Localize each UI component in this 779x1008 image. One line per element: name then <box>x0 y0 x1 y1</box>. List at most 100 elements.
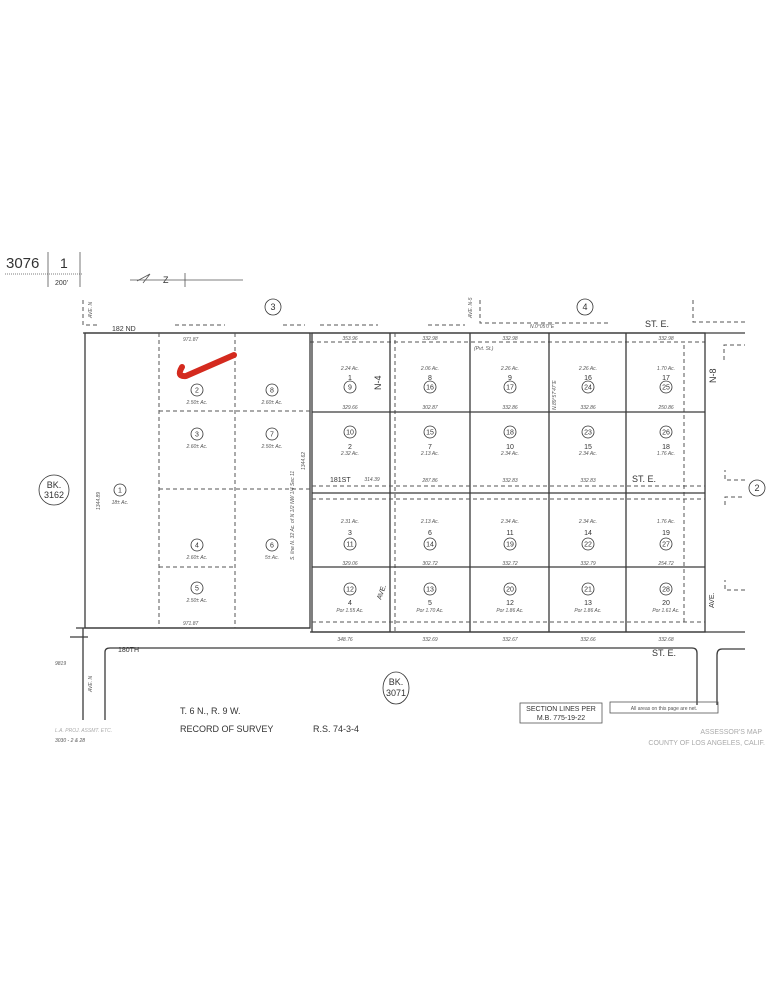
lot-number: 13 <box>584 600 592 607</box>
dimension-row2-bottom: 254.72 <box>657 561 674 567</box>
bk-left-label: BK. <box>47 480 62 490</box>
north-arrow: Z <box>130 273 243 287</box>
parcel-number: 1 <box>118 488 122 495</box>
map-circles: 3 4 2 BK. 3162 BK. 3071 <box>38 298 766 705</box>
parcel-acres: 1.76 Ac. <box>657 451 675 457</box>
section-line-note: S. line N. 32 Ac. of N 1/2 NW 1/4 Sec 11 <box>290 471 296 560</box>
dimension-top-row: 332.98 <box>658 336 674 342</box>
parcel-number-circle <box>581 380 595 394</box>
parcel-number-circle <box>581 537 595 551</box>
bk-left-number: 3162 <box>44 490 64 500</box>
parcel-9[interactable]: 192.24 Ac. <box>340 366 359 394</box>
dimension-row1-top: 332.83 <box>502 478 518 484</box>
parcel-2[interactable]: 22.50± Ac. <box>186 383 208 406</box>
county-label: COUNTY OF LOS ANGELES, CALIF. <box>648 740 765 747</box>
parcel-number: 4 <box>195 543 199 550</box>
parcel-number-circle <box>265 383 279 397</box>
parcel-acres: 2.34 Ac. <box>500 451 519 457</box>
parcel-number-circle <box>581 425 595 439</box>
parcel-number: 24 <box>584 385 592 392</box>
dim-left-top: 971.87 <box>183 337 199 343</box>
parcel-number-circle <box>503 537 517 551</box>
dimension-row1-top: 332.83 <box>580 478 596 484</box>
section-lines-label: SECTION LINES PER <box>526 706 596 713</box>
parcel-acres: 2.31 Ac. <box>340 519 359 525</box>
lot-number: 8 <box>428 375 432 382</box>
parcel-8[interactable]: 82.60± Ac. <box>261 383 283 406</box>
parcel-number-circle <box>659 380 673 394</box>
parcel-6[interactable]: 65± Ac. <box>265 538 279 561</box>
street-labels: 182 ND ST. E. 181ST ST. E. 180TH ST. E. … <box>88 297 718 693</box>
parcel-acres: 2.50± Ac. <box>186 598 208 604</box>
lot-number: 10 <box>506 444 514 451</box>
parcel-3[interactable]: 32.60± Ac. <box>186 427 208 450</box>
parcel-4[interactable]: 42.60± Ac. <box>186 538 208 561</box>
parcel-number: 17 <box>506 385 514 392</box>
parcel-number-circle <box>503 425 517 439</box>
parcel-number: 8 <box>270 388 274 395</box>
section-lines-ref: M.B. 775-19-22 <box>537 715 585 722</box>
parcel-acres: 2.60± Ac. <box>186 444 208 450</box>
dimension-row2-bottom: 302.72 <box>422 561 438 567</box>
ave-mid: AVE. <box>376 584 388 601</box>
bk-bottom-label: BK. <box>389 677 404 687</box>
parcel-acres: 5± Ac. <box>265 555 279 561</box>
parcel-number-circle <box>190 581 204 595</box>
street-180th: 180TH <box>118 647 139 654</box>
parcel-number: 19 <box>506 542 514 549</box>
parcel-acres: 2.50± Ac. <box>261 444 283 450</box>
parcel-number-circle <box>423 380 437 394</box>
parcel-number-circle <box>190 383 204 397</box>
dimension-bottom-row: 332.68 <box>658 637 674 643</box>
dimension-bottom-row: 332.67 <box>502 637 518 643</box>
parcel-number-circle <box>190 427 204 441</box>
parcel-acres: 2.13 Ac. <box>420 451 439 457</box>
parcel-number-circle <box>343 582 357 596</box>
parcel-acres: 18± Ac. <box>112 500 129 506</box>
parcel-number-circle <box>113 483 127 497</box>
north-arrow-label: Z <box>163 275 169 285</box>
parcel-acres: 1.70 Ac. <box>657 366 675 372</box>
parcel-number: 22 <box>584 542 592 549</box>
dimension-top-row: 353.96 <box>342 336 358 342</box>
parcel-5[interactable]: 52.50± Ac. <box>186 581 208 604</box>
parcel-1[interactable]: 1 18± Ac. <box>112 483 129 506</box>
scale-label: 200' <box>55 280 68 287</box>
parcel-number: 20 <box>506 587 514 594</box>
street-st-e-bottom: ST. E. <box>652 648 676 658</box>
parcel-acres: 2.13 Ac. <box>420 519 439 525</box>
street-st-e-top: ST. E. <box>645 319 669 329</box>
dim-left-bottom: 971.87 <box>183 621 199 627</box>
parcel-number: 23 <box>584 430 592 437</box>
red-check-mark <box>176 352 237 380</box>
parcel-7[interactable]: 72.50± Ac. <box>261 427 283 450</box>
map-header: 3076 1 200' <box>5 252 82 287</box>
bk-bottom-number: 3071 <box>386 688 406 698</box>
ave-n8: N-8 <box>708 368 718 383</box>
parcel-number-circle <box>503 582 517 596</box>
parcel-acres: 2.32 Ac. <box>340 451 359 457</box>
lot-number: 1 <box>348 375 352 382</box>
dimension-top-row: 332.98 <box>502 336 518 342</box>
dimension-row0-bottom: 332.86 <box>580 405 596 411</box>
